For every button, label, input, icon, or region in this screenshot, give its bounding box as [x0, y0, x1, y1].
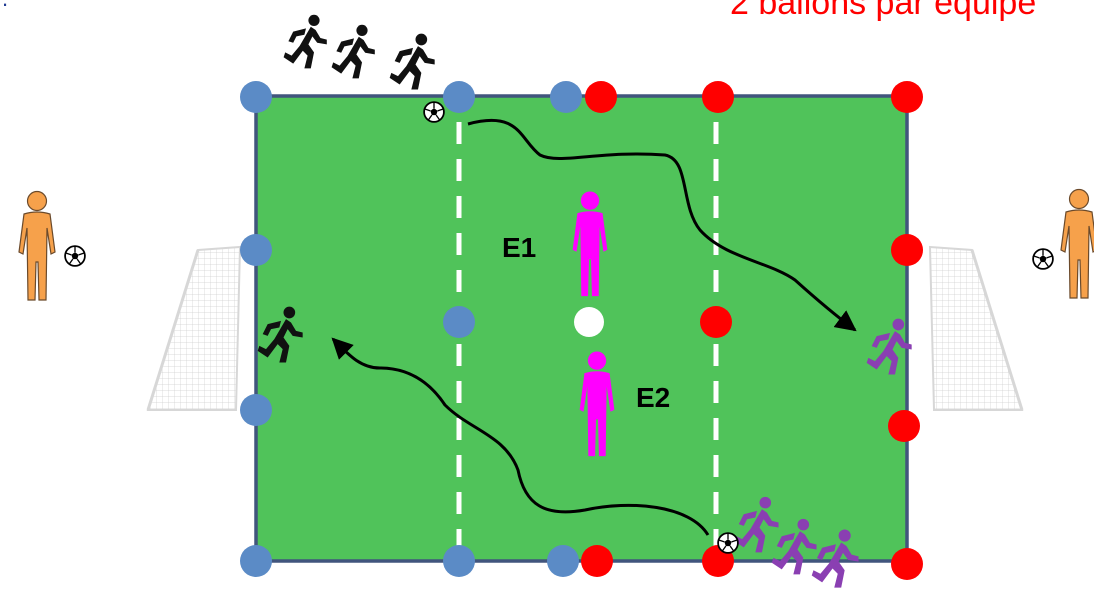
- runner-icon: [331, 24, 375, 79]
- runner-icon: [389, 33, 435, 90]
- cone-blue: [240, 545, 272, 577]
- corner-mark: .: [2, 0, 8, 12]
- goal-net-right: [928, 245, 1024, 411]
- cone-blue: [443, 306, 475, 338]
- dribble-path-purple: [331, 337, 710, 536]
- cone-blue: [240, 234, 272, 266]
- defender-label-e1: E1: [502, 232, 536, 263]
- ball-icon: [1032, 248, 1054, 270]
- cone-red: [700, 306, 732, 338]
- defender-label-e2: E2: [636, 382, 670, 413]
- dribble-path-black: [467, 118, 857, 332]
- cone-red: [702, 81, 734, 113]
- cone-blue: [443, 81, 475, 113]
- ball-icon: [64, 245, 86, 267]
- runner-icon: [283, 14, 327, 69]
- cone-red: [891, 548, 923, 580]
- cone-blue: [547, 545, 579, 577]
- cone-red: [581, 545, 613, 577]
- cone-red: [891, 234, 923, 266]
- cone-red: [585, 81, 617, 113]
- cone-blue: [443, 545, 475, 577]
- cone-blue: [550, 81, 582, 113]
- center-spot: [574, 307, 604, 337]
- cone-blue: [240, 394, 272, 426]
- goalkeeper-icon: [18, 190, 56, 301]
- cone-blue: [240, 81, 272, 113]
- cone-red: [888, 410, 920, 442]
- goal-net-left: [146, 245, 242, 411]
- instruction-text: 2 ballons par équipe: [730, 0, 1037, 22]
- goalkeeper-icon: [1060, 188, 1094, 299]
- ball-icon: [717, 532, 739, 554]
- cone-red: [891, 81, 923, 113]
- ball-icon: [423, 101, 445, 123]
